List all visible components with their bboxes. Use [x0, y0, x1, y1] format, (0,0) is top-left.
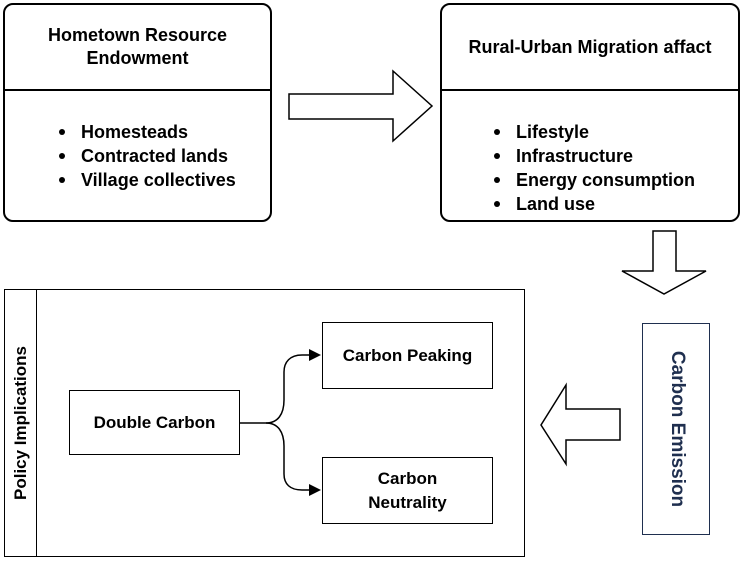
connector-to-carbon-neutrality: [265, 422, 310, 491]
hometown-resource-list: Homesteads Contracted lands Village coll…: [55, 120, 236, 192]
arrowhead-carbon-peaking: [309, 349, 321, 361]
carbon-neutrality-box: Carbon Neutrality: [322, 457, 493, 524]
hometown-resource-card: Hometown Resource Endowment Homesteads C…: [3, 3, 272, 222]
migration-list: Lifestyle Infrastructure Energy consumpt…: [490, 120, 695, 216]
list-item: Village collectives: [55, 168, 236, 192]
list-item: Energy consumption: [490, 168, 695, 192]
arrowhead-carbon-neutrality: [309, 484, 321, 496]
migration-body: Lifestyle Infrastructure Energy consumpt…: [442, 89, 738, 220]
list-item: Lifestyle: [490, 120, 695, 144]
double-carbon-box: Double Carbon: [69, 390, 240, 455]
carbon-emission-box: Carbon Emission: [642, 323, 710, 535]
policy-implications-frame: [4, 289, 525, 557]
left-block-arrow: [540, 382, 621, 467]
list-item: Homesteads: [55, 120, 236, 144]
migration-title: Rural-Urban Migration affact: [442, 5, 738, 91]
list-item: Land use: [490, 192, 695, 216]
down-block-arrow: [621, 230, 707, 295]
connector-to-carbon-peaking: [240, 354, 310, 424]
list-item: Infrastructure: [490, 144, 695, 168]
list-item: Contracted lands: [55, 144, 236, 168]
policy-implications-divider: [36, 289, 37, 557]
migration-card: Rural-Urban Migration affact Lifestyle I…: [440, 3, 740, 222]
right-block-arrow: [288, 69, 434, 143]
hometown-resource-body: Homesteads Contracted lands Village coll…: [5, 89, 270, 220]
carbon-peaking-box: Carbon Peaking: [322, 322, 493, 389]
hometown-resource-title: Hometown Resource Endowment: [5, 5, 270, 91]
